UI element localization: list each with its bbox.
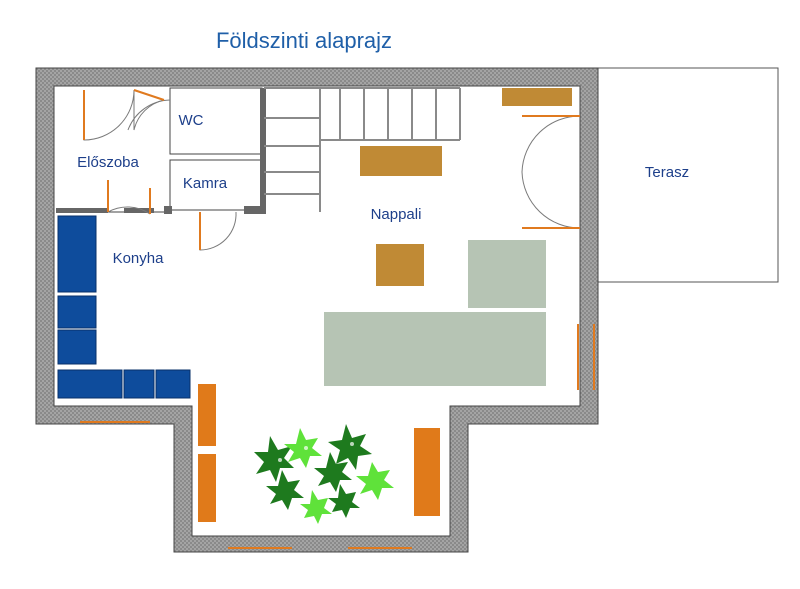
room-label-eloszoba: Előszoba xyxy=(77,154,139,171)
door-leaves xyxy=(83,89,580,250)
plan-title: Földszinti alaprajz xyxy=(216,28,392,53)
benches xyxy=(198,384,440,522)
armchair xyxy=(468,240,546,308)
shelf xyxy=(502,88,572,106)
partition-thick xyxy=(56,88,266,214)
windows xyxy=(80,324,595,549)
coffee-table xyxy=(376,244,424,286)
room-label-wc: WC xyxy=(179,112,204,129)
room-label-kamra: Kamra xyxy=(183,175,228,192)
plant-icon xyxy=(254,424,394,524)
terrace-outline xyxy=(597,67,779,283)
sofa xyxy=(324,312,546,386)
interior-walls xyxy=(56,87,263,213)
staircase xyxy=(264,87,461,212)
kitchen-units xyxy=(57,215,191,399)
room-label-konyha: Konyha xyxy=(113,250,165,267)
tv-console xyxy=(360,146,442,176)
exterior-walls xyxy=(35,67,599,553)
room-label-nappali: Nappali xyxy=(371,206,422,223)
doors xyxy=(83,89,581,251)
room-label-terasz: Terasz xyxy=(645,164,689,181)
